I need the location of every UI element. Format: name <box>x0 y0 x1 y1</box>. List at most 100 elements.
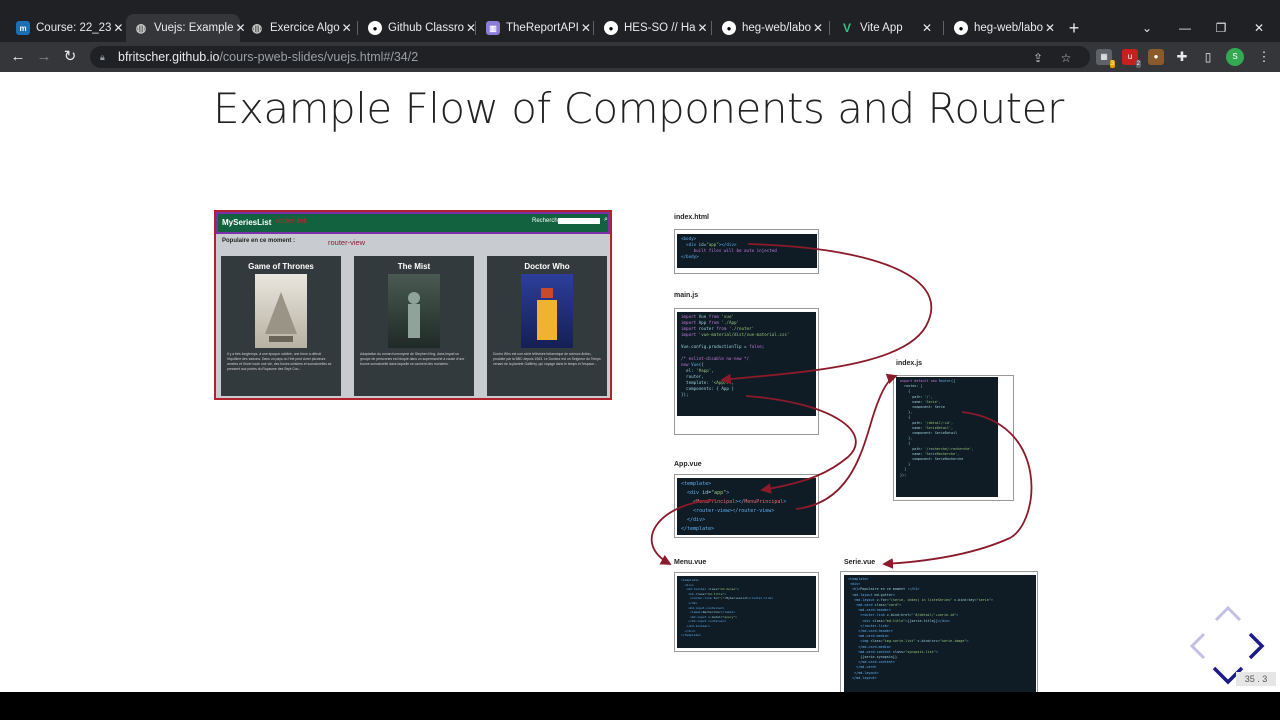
card-desc: Il y a très longtemps, à une époque oubl… <box>227 352 332 371</box>
close-icon[interactable]: ✕ <box>580 21 591 35</box>
serie-card-got: Game of Thrones Il y a très longtemps, à… <box>221 256 341 396</box>
github-icon: ● <box>722 21 736 35</box>
moodle-icon: m <box>16 21 30 35</box>
tab-title: heg-web/labo <box>742 22 812 34</box>
code-snippet: <template> <div id="app"> <MenuPrincipal… <box>677 478 816 535</box>
slide-viewport: Example Flow of Components and Router My… <box>0 72 1280 693</box>
menu-kebab-icon[interactable]: ⋮ <box>1257 49 1271 64</box>
tab-title: Vite App <box>860 22 903 34</box>
file-label-app-vue: App.vue <box>674 461 702 468</box>
serie-card-mist: The Mist Adaptation du roman homonyme de… <box>354 256 474 396</box>
tab-course[interactable]: m Course: 22_23 ✕ <box>8 14 123 42</box>
tab-vuejs[interactable]: ◍ Vuejs: Example ✕ <box>126 14 246 42</box>
search-icon: ⌕ <box>604 216 608 223</box>
extension-animal-icon[interactable]: ● <box>1148 49 1164 65</box>
tab-github-classroom[interactable]: ● Github Classro ✕ <box>360 14 476 42</box>
tab-heg-web-1[interactable]: ● heg-web/labo ✕ <box>714 14 828 42</box>
file-label-menu-vue: Menu.vue <box>674 559 707 566</box>
serie-card-doctor-who: Doctor Who Doctor Who est une série télé… <box>487 256 607 396</box>
tab-title: Vuejs: Example <box>154 22 234 34</box>
address-bar[interactable]: 🔒︎ bfritscher.github.io/cours-pweb-slide… <box>90 46 1090 68</box>
tab-report-api[interactable]: ▥ TheReportAPI ✕ <box>478 14 592 42</box>
tab-hes-so[interactable]: ● HES-SO // Ha ✕ <box>596 14 710 42</box>
url-path: /cours-pweb-slides/vuejs.html#/34/2 <box>219 50 419 64</box>
search-box <box>558 218 600 224</box>
reload-button[interactable]: ↻ <box>63 48 77 65</box>
tab-search-icon[interactable]: ⌄ <box>1141 21 1153 35</box>
card-title: Game of Thrones <box>248 262 314 271</box>
back-button[interactable]: ← <box>10 48 26 65</box>
close-icon[interactable]: ✕ <box>921 21 933 35</box>
tab-title: TheReportAPI <box>506 22 579 34</box>
card-title: The Mist <box>397 262 431 271</box>
lock-icon: 🔒︎ <box>100 52 105 62</box>
github-icon: ● <box>954 21 968 35</box>
code-snippet: import Vue from 'vue' import App from '.… <box>677 312 816 416</box>
profile-avatar[interactable]: S <box>1226 48 1244 66</box>
file-label-serie-vue: Serie.vue <box>844 559 876 566</box>
tab-title: HES-SO // Ha <box>624 22 696 34</box>
tab-strip: m Course: 22_23 ✕ ◍ Vuejs: Example ✕ ◍ E… <box>0 14 1280 42</box>
tab-exercice[interactable]: ◍ Exercice Algo ✕ <box>242 14 356 42</box>
flow-arrows <box>650 243 1033 569</box>
tab-title: Course: 22_23 <box>36 22 112 34</box>
figure-icon <box>408 292 420 338</box>
file-label-index-html: index.html <box>674 214 710 221</box>
share-icon[interactable]: ⇪ <box>1032 51 1044 65</box>
minimize-button[interactable]: — <box>1179 21 1191 35</box>
dragon-icon <box>265 292 297 342</box>
restore-button[interactable]: ❐ <box>1215 21 1227 35</box>
url-host: bfritscher.github.io <box>118 50 220 64</box>
code-box-menu-vue: <template> <div> <md-toolbar class="md-d… <box>674 572 819 652</box>
close-icon[interactable]: ✕ <box>235 21 246 35</box>
close-icon[interactable]: ✕ <box>466 21 477 35</box>
close-icon[interactable]: ✕ <box>697 21 708 35</box>
code-box-main-js: import Vue from 'vue' import App from '.… <box>674 308 819 435</box>
card-title: Doctor Who <box>524 262 570 271</box>
github-icon: ● <box>604 21 618 35</box>
poster-got <box>255 274 307 348</box>
code-box-serie-vue: <template> <div> <h1>Populaire en ce mom… <box>840 571 1038 693</box>
tab-separator <box>357 21 358 35</box>
app-brand: MySeriesList <box>222 218 272 227</box>
card-desc: Doctor Who est une série télévisée brita… <box>493 352 601 366</box>
side-panel-icon[interactable]: ▯ <box>1204 50 1212 64</box>
tab-separator <box>593 21 594 35</box>
code-snippet: <template> <div> <md-toolbar class="md-d… <box>677 576 816 648</box>
bookmark-star-icon[interactable]: ☆ <box>1060 51 1072 65</box>
section-label: Populaire en ce moment : <box>222 238 296 244</box>
tab-heg-web-2[interactable]: ● heg-web/labo ✕ <box>946 14 1058 42</box>
bottom-bar <box>0 692 1280 720</box>
slide-title: Example Flow of Components and Router <box>213 84 1064 133</box>
close-icon[interactable]: ✕ <box>1045 21 1056 35</box>
code-box-app-vue: <template> <div id="app"> <MenuPrincipal… <box>674 474 819 538</box>
extension-icon[interactable]: 3▦ <box>1096 49 1115 68</box>
extension-badge: 2 <box>1135 60 1141 68</box>
puzzle-icon[interactable]: ✚ <box>1176 49 1188 64</box>
code-snippet: <template> <div> <h1>Populaire en ce mom… <box>844 575 1036 693</box>
globe-icon: ◍ <box>251 21 263 35</box>
new-tab-button[interactable]: + <box>1068 18 1080 38</box>
file-label-index-js: index.js <box>896 360 923 367</box>
close-icon[interactable]: ✕ <box>813 21 824 35</box>
github-icon: ● <box>368 21 382 35</box>
router-view-label: router-view <box>328 238 366 247</box>
file-label-main-js: main.js <box>674 292 699 299</box>
close-window-button[interactable]: ✕ <box>1253 21 1265 35</box>
globe-icon: ◍ <box>135 21 147 35</box>
code-box-index-js: export default new Router({ routes: [ { … <box>893 375 1014 501</box>
vite-icon: V <box>842 21 851 35</box>
close-icon[interactable]: ✕ <box>341 21 352 35</box>
close-icon[interactable]: ✕ <box>113 21 124 35</box>
tab-title: Exercice Algo <box>270 22 340 34</box>
report-icon: ▥ <box>486 21 500 35</box>
nav-up-arrow <box>1214 605 1242 622</box>
search-label: Rechercher: <box>532 218 565 224</box>
tab-title: Github Classro <box>388 22 465 34</box>
tab-vite-app[interactable]: V Vite App ✕ <box>832 14 942 42</box>
code-snippet: export default new Router({ routes: [ { … <box>896 377 998 497</box>
slide-number: 35 . 3 <box>1236 672 1276 686</box>
forward-button[interactable]: → <box>36 48 52 65</box>
